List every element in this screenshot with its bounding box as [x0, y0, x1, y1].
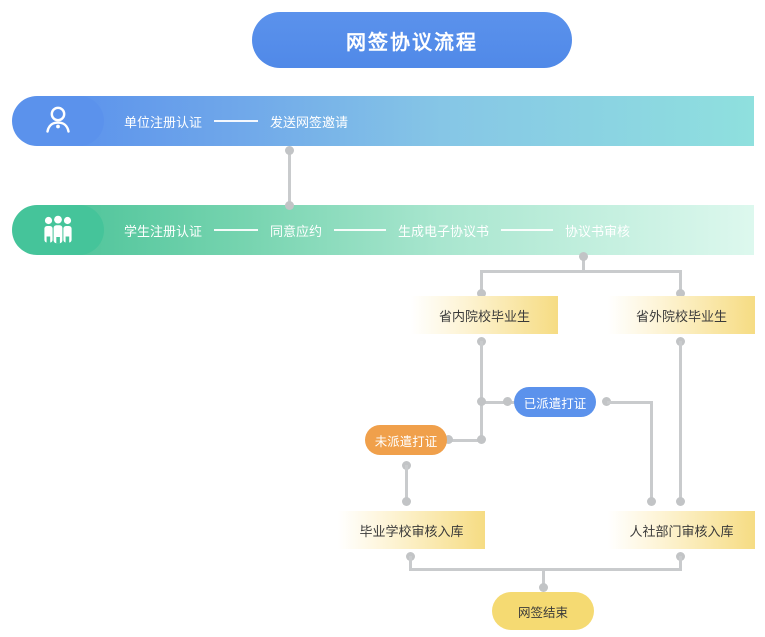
lane-employer-bar	[62, 96, 754, 146]
page-title: 网签协议流程	[252, 12, 572, 68]
connector-to-not-dispatched	[446, 439, 482, 442]
connector-dot	[602, 397, 611, 406]
connector-to-dispatched	[480, 401, 522, 404]
connector-dot	[676, 497, 685, 506]
lane-student: 学生注册认证 同意应约 生成电子协议书 协议书审核	[12, 205, 754, 255]
node-hr-archive[interactable]: 人社部门审核入库	[608, 511, 755, 549]
step-connector-dash	[501, 229, 554, 231]
single-person-icon	[12, 96, 104, 146]
connector-merge-right	[679, 556, 682, 570]
connector-merge-bar	[409, 568, 682, 571]
connector-dot	[477, 397, 486, 406]
node-out-province[interactable]: 省外院校毕业生	[608, 296, 755, 334]
connector-lane1-lane2	[288, 150, 291, 206]
lane-step-label: 发送网签邀请	[270, 114, 349, 130]
connector-dot	[477, 435, 486, 444]
node-dispatched[interactable]: 已派遣打证	[514, 387, 596, 417]
connector-dot	[285, 201, 294, 210]
connector-split-right	[679, 270, 682, 292]
connector-dot	[539, 583, 548, 592]
connector-dot	[647, 497, 656, 506]
connector-outprovince-down	[679, 341, 682, 501]
node-in-province[interactable]: 省内院校毕业生	[411, 296, 558, 334]
connector-split-bar	[481, 270, 682, 273]
connector-dot	[444, 435, 453, 444]
lane-student-steps: 学生注册认证 同意应约 生成电子协议书 协议书审核	[124, 205, 630, 255]
lane-step-label: 学生注册认证	[124, 223, 203, 239]
node-school-archive[interactable]: 毕业学校审核入库	[338, 511, 485, 549]
connector-split-left	[480, 270, 483, 292]
connector-dot	[676, 289, 685, 298]
lane-employer-steps: 单位注册认证 发送网签邀请	[124, 96, 348, 146]
connector-dot	[477, 289, 486, 298]
step-connector-dash	[334, 229, 387, 231]
connector-dot	[402, 497, 411, 506]
connector-merge-left	[409, 556, 412, 570]
connector-dispatched-right	[607, 401, 653, 404]
lane-step-label: 单位注册认证	[124, 114, 203, 130]
connector-dot	[285, 146, 294, 155]
lane-step-label: 同意应约	[270, 223, 323, 239]
connector-notdispatched-down	[405, 465, 408, 501]
lane-employer: 单位注册认证 发送网签邀请	[12, 96, 754, 146]
connector-split-stem	[582, 256, 585, 272]
connector-merge-stem	[542, 568, 545, 586]
three-people-icon	[12, 205, 104, 255]
step-connector-dash	[214, 120, 259, 122]
connector-dispatched-down	[650, 401, 653, 501]
connector-dot	[579, 252, 588, 261]
lane-step-label: 生成电子协议书	[398, 223, 490, 239]
lane-step-label: 协议书审核	[565, 223, 631, 239]
connector-dot	[503, 397, 512, 406]
step-connector-dash	[214, 229, 259, 231]
node-finish[interactable]: 网签结束	[492, 592, 594, 630]
connector-inprovince-down	[480, 341, 483, 441]
lane-student-bar	[62, 205, 754, 255]
node-not-dispatched[interactable]: 未派遣打证	[365, 425, 447, 455]
